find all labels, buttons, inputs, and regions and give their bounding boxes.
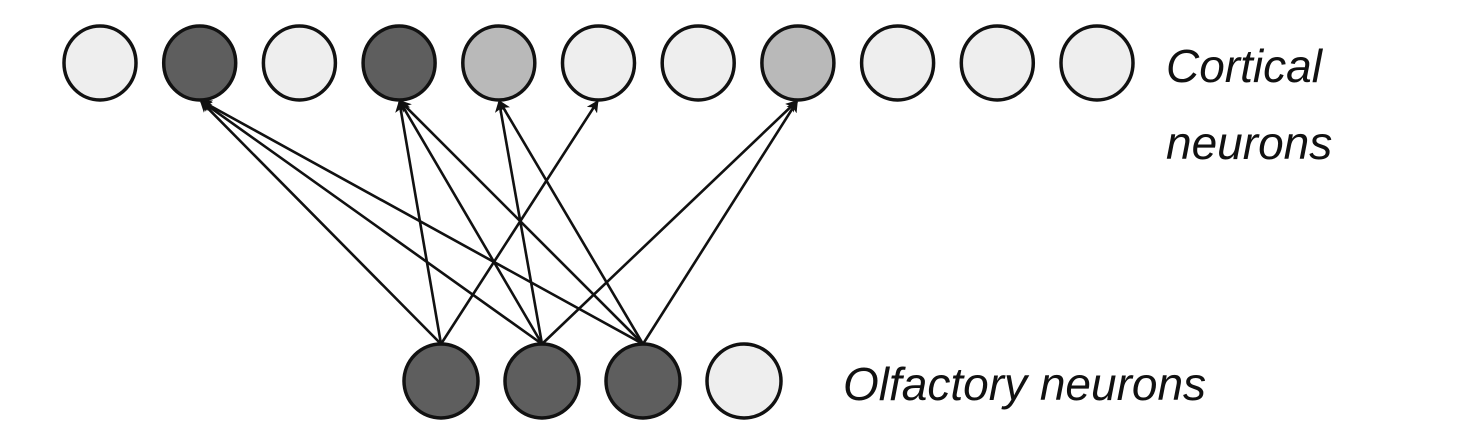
cortical-neuron-c5-weak bbox=[461, 24, 537, 102]
olfactory-neuron-layer bbox=[402, 342, 783, 420]
cortical-neuron-layer bbox=[62, 24, 1135, 102]
connection-arrow-o2-to-c8 bbox=[541, 99, 798, 345]
olfactory-neuron-o1-active bbox=[402, 342, 480, 420]
cortical-neuron-c9-inactive bbox=[859, 24, 936, 102]
cortical-neuron-c10-inactive bbox=[959, 24, 1036, 102]
connection-arrow-o3-to-c8 bbox=[641, 100, 798, 345]
connection-arrow-o1-to-c6 bbox=[439, 100, 599, 345]
connections-layer bbox=[199, 99, 798, 346]
cortical-neuron-c11-inactive bbox=[1059, 24, 1135, 102]
connection-arrow-o1-to-c2 bbox=[199, 99, 442, 345]
olfactory-neuron-o2-active bbox=[503, 342, 581, 420]
connection-arrow-o3-to-c4 bbox=[399, 100, 644, 345]
connection-arrow-o2-to-c2 bbox=[199, 100, 543, 346]
cortical-neuron-c1-inactive bbox=[62, 24, 138, 102]
cortical-neuron-c2-active bbox=[161, 24, 238, 102]
cortical-neuron-c8-weak bbox=[760, 24, 836, 102]
cortical-neuron-c7-inactive bbox=[660, 24, 736, 102]
olfactory-neuron-o3-active bbox=[604, 342, 682, 420]
olfactory-label: Olfactory neurons bbox=[843, 358, 1206, 410]
olfactory-neuron-o4-inactive bbox=[705, 342, 783, 420]
cortical-label-line-1: Cortical bbox=[1166, 40, 1324, 92]
connection-arrow-o3-to-c5 bbox=[498, 99, 645, 345]
cortical-neuron-c4-active bbox=[361, 24, 437, 102]
connection-arrow-o2-to-c4 bbox=[398, 99, 544, 345]
cortical-neuron-c3-inactive bbox=[261, 24, 338, 102]
cortical-neuron-c6-inactive bbox=[560, 24, 637, 102]
cortical-label-line-2: neurons bbox=[1166, 117, 1332, 169]
connection-arrow-o1-to-c4 bbox=[395, 99, 443, 345]
connection-arrow-o3-to-c2 bbox=[199, 99, 644, 346]
